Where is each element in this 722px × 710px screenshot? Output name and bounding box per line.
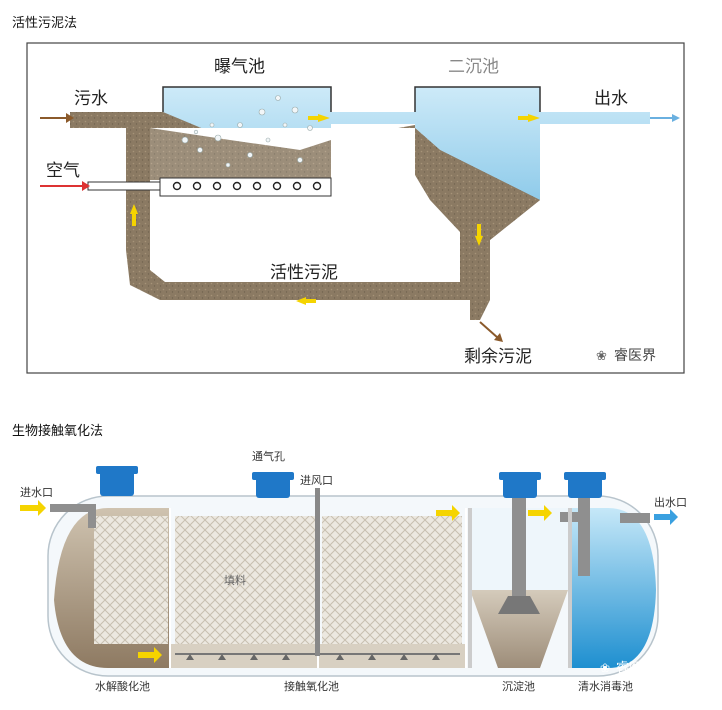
air-pipe xyxy=(87,181,161,191)
wechat-icon: ❀ xyxy=(600,661,610,675)
section-title-activated-sludge: 活性污泥法 xyxy=(12,16,78,31)
label-outflow: 出水 xyxy=(594,89,628,109)
label-filler: 填料 xyxy=(224,573,246,587)
filler-mesh-3 xyxy=(322,516,462,644)
outlet-pipe xyxy=(620,513,650,523)
label-activated-sludge: 活性污泥 xyxy=(270,263,338,283)
sedimentation-pipe xyxy=(512,496,526,596)
label-vent-hole: 通气孔 xyxy=(252,449,285,463)
label-water-inlet: 进水口 xyxy=(20,486,53,499)
diffusers xyxy=(172,181,322,191)
lid xyxy=(96,466,606,498)
label-water-outlet: 出水口 xyxy=(654,495,687,509)
label-excess-sludge: 剩余污泥 xyxy=(464,347,532,367)
disinfection-pipe xyxy=(578,496,590,576)
label-sewage-in: 污水 xyxy=(74,89,108,109)
aeration-mix xyxy=(150,128,331,180)
contact-bottom xyxy=(170,644,466,668)
air-riser-pipe xyxy=(315,488,320,656)
inlet-pipe xyxy=(50,504,96,512)
tank-body xyxy=(47,495,659,677)
wechat-icon: ❀ xyxy=(596,349,607,364)
disinfection-region xyxy=(572,508,656,668)
diffuser-bar xyxy=(159,177,332,197)
label-aeration-tank: 曝气池 xyxy=(214,57,265,77)
arrow-yellow xyxy=(475,236,483,246)
label-hydrolysis-tank: 水解酸化池 xyxy=(95,679,150,693)
arrow-yellow xyxy=(20,500,552,663)
label-disinfection-tank: 清水消毒池 xyxy=(578,679,633,693)
watermark-1: 睿医界 xyxy=(614,348,656,364)
watermark-2: 睿医界 xyxy=(616,661,655,676)
clarifier-sludge xyxy=(415,128,540,240)
sedimentation-cone xyxy=(470,590,568,668)
sedimentation-region xyxy=(470,508,568,590)
sedimentation-baffle xyxy=(498,596,540,614)
label-sedimentation-tank: 沉淀池 xyxy=(502,679,535,693)
arrow-yellow xyxy=(318,114,330,122)
label-contact-oxidation-tank: 接触氧化池 xyxy=(284,679,339,693)
label-air-inlet: 进风口 xyxy=(300,474,333,487)
activated-sludge-diagram: 曝气池 二沉池 污水 空气 出水 活性污泥 剩余污泥 睿医界 ❀ xyxy=(26,42,685,374)
filler-mesh-2 xyxy=(175,516,315,644)
arrow-yellow xyxy=(528,114,540,122)
hydrolysis-region xyxy=(54,508,170,668)
label-secondary-clarifier: 二沉池 xyxy=(448,57,499,77)
filler-mesh-1 xyxy=(94,516,168,644)
bubbles xyxy=(181,95,313,168)
label-air: 空气 xyxy=(46,161,80,181)
aeration-tank-outline xyxy=(162,86,541,112)
section-title-contact-oxidation: 生物接触氧化法 xyxy=(12,424,104,439)
arrow-yellow xyxy=(130,204,138,214)
arrow-yellow xyxy=(296,297,306,305)
